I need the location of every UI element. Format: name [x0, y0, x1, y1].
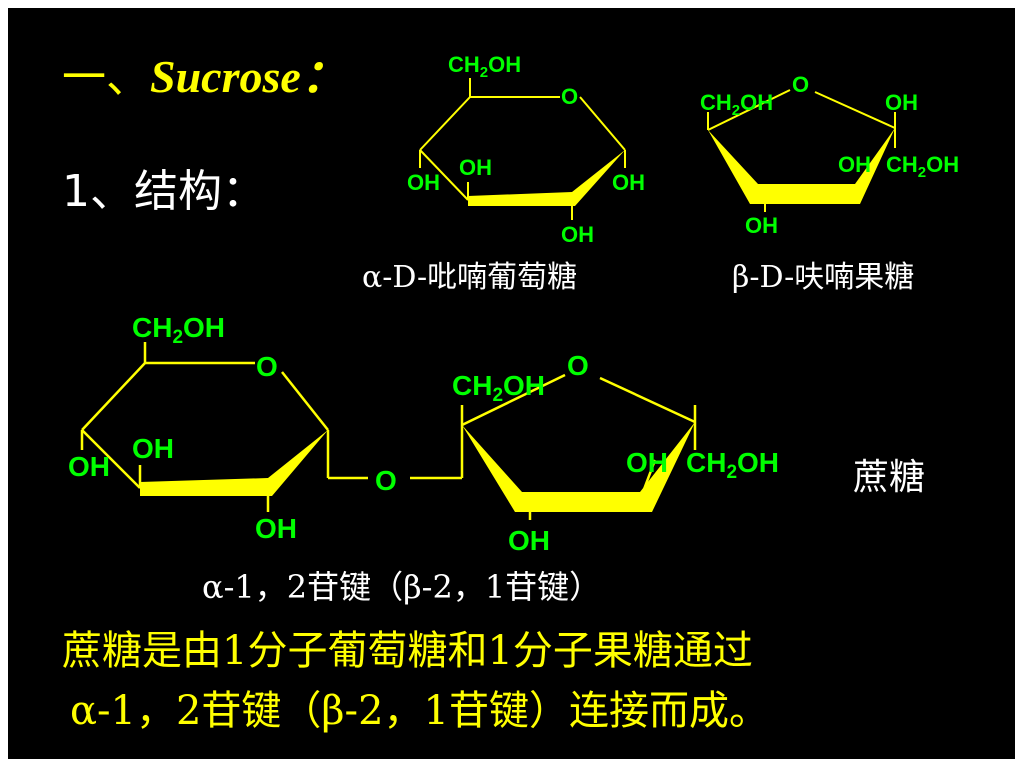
- atom-label: OH: [508, 525, 550, 556]
- section-heading: 1、结构：: [62, 166, 266, 217]
- summary-line-2: α-1，2苷键（β-2，1苷键）连接而成。: [70, 688, 769, 734]
- atom-label: O: [256, 351, 278, 382]
- sucrose-name-label: 蔗糖: [853, 457, 926, 498]
- atom-label: O: [792, 72, 809, 97]
- atom-label: OH: [745, 213, 778, 238]
- title-prefix: 一、: [62, 52, 150, 103]
- atom-label: OH: [255, 513, 297, 544]
- atom-label: OH: [561, 222, 594, 247]
- glucose-name-label: α-D-吡喃葡萄糖: [362, 260, 578, 295]
- fructose-small-atoms: O CH2OH OH OH CH2OH OH: [700, 72, 959, 238]
- glucose-ring-small: [419, 78, 626, 220]
- atom-label: OH: [838, 152, 871, 177]
- fructose-name-label: β-D-呋喃果糖: [732, 260, 915, 295]
- atom-label: O: [567, 350, 589, 381]
- atom-label: OH: [407, 170, 440, 195]
- atom-label: CH2OH: [448, 52, 521, 81]
- sucrose-fructose-wedge: [462, 422, 695, 512]
- slide-frame: [8, 8, 1015, 759]
- atom-label: OH: [626, 447, 668, 478]
- atom-label: OH: [885, 90, 918, 115]
- atom-label: CH2OH: [132, 312, 225, 348]
- atom-label: CH2OH: [452, 370, 545, 406]
- atom-label: OH: [612, 170, 645, 195]
- glucose-ring-small-wedge: [468, 150, 625, 206]
- title-main: Sucrose：: [150, 51, 347, 102]
- sucrose-glucose-ring: [80, 342, 464, 512]
- linkage-label: α-1，2苷键（β-2，1苷键）: [202, 568, 602, 606]
- sucrose-glucose-wedge: [140, 430, 328, 496]
- atom-label: CH2OH: [686, 447, 779, 483]
- atom-label: O: [561, 84, 578, 109]
- glycosidic-oxygen: O: [375, 465, 397, 496]
- summary-line-1: 蔗糖是由1分子葡萄糖和1分子果糖通过: [62, 628, 753, 674]
- atom-label: OH: [132, 433, 174, 464]
- atom-label: CH2OH: [886, 152, 959, 181]
- glucose-small-atoms: CH2OH O OH OH OH OH: [407, 52, 645, 247]
- sucrose-atoms: CH2OH O OH OH OH O CH2OH O OH CH2OH OH: [68, 312, 779, 556]
- atom-label: CH2OH: [700, 90, 773, 119]
- slide-title: 一、Sucrose：: [62, 40, 347, 106]
- fructose-ring-small-wedge: [708, 128, 895, 204]
- sucrose-fructose-ring: [460, 373, 697, 520]
- atom-label: OH: [68, 451, 110, 482]
- atom-label: OH: [459, 155, 492, 180]
